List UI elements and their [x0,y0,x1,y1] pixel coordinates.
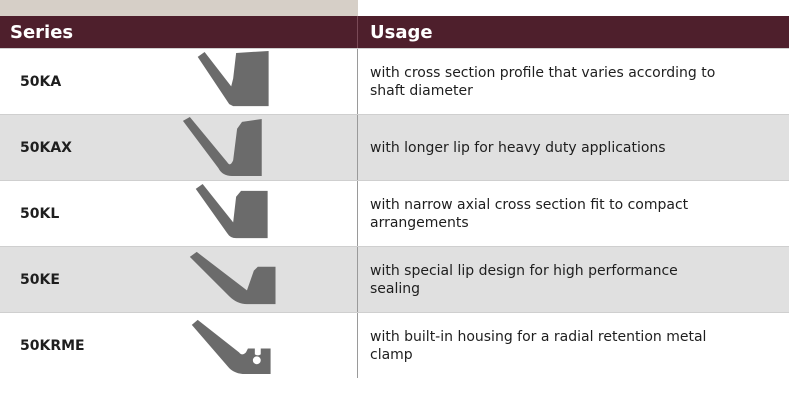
series-name: 50KL [20,205,60,222]
table-row: 50KA with cross section profile that var… [0,48,789,114]
table-row: 50KRME with built-in housing for a radia… [0,312,789,378]
usage-text: with built-in housing for a radial reten… [370,328,707,363]
usage-cell: with narrow axial cross section fit to c… [358,181,789,246]
table-row: 50KAX with longer lip for heavy duty app… [0,114,789,180]
usage-cell: with built-in housing for a radial reten… [358,313,789,378]
series-name: 50KA [20,73,62,90]
series-name: 50KRME [20,337,85,354]
table-row: 50KL with narrow axial cross section fit… [0,180,789,246]
seal-profile-icon [182,116,262,177]
seal-profile-icon [195,183,268,239]
usage-text: with narrow axial cross section fit to c… [370,196,689,231]
table-row: 50KE with special lip design for high pe… [0,246,789,312]
seal-profile-icon [197,50,269,107]
usage-text: with special lip design for high perform… [370,262,678,297]
top-strip [0,0,789,16]
usage-cell: with longer lip for heavy duty applicati… [358,115,789,180]
usage-cell: with special lip design for high perform… [358,247,789,312]
seal-series-table: Series Usage 50KA with cross section pro… [0,16,789,378]
seal-profile-icon [191,319,271,375]
series-cell: 50KE [0,247,358,312]
series-cell: 50KAX [0,115,358,180]
series-name: 50KAX [20,139,72,156]
top-strip-accent [0,0,358,16]
header-usage: Usage [370,21,433,43]
series-cell: 50KL [0,181,358,246]
usage-text: with longer lip for heavy duty applicati… [370,139,666,156]
series-cell: 50KRME [0,313,358,378]
series-name: 50KE [20,271,60,288]
series-cell: 50KA [0,49,358,114]
usage-cell: with cross section profile that varies a… [358,49,789,114]
seal-profile-icon [189,251,276,305]
header-series: Series [0,16,358,48]
usage-text: with cross section profile that varies a… [370,64,716,99]
table-header: Series Usage [0,16,789,48]
